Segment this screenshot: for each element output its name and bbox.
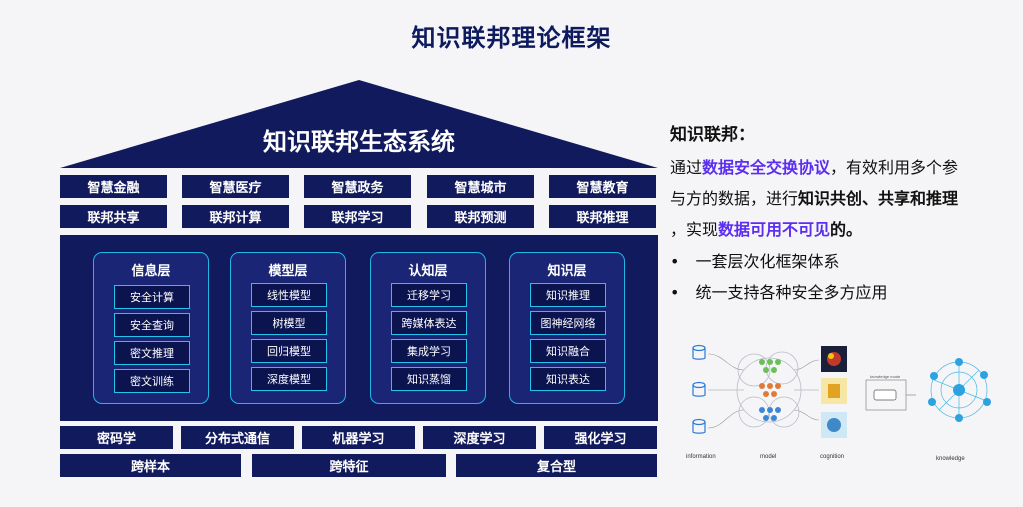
description-line: 通过数据安全交换协议，有效利用多个参 (670, 158, 959, 177)
app-education: 智慧教育 (549, 175, 656, 198)
layer-model: 模型层 线性模型 树模型 回归模型 深度模型 (230, 252, 346, 404)
layer-item: 安全查询 (114, 313, 190, 337)
foundation-rl: 强化学习 (544, 426, 657, 449)
layer-item: 深度模型 (251, 367, 327, 391)
layer-item: 知识表达 (530, 367, 606, 391)
layer-item: 知识蒸馏 (391, 367, 467, 391)
app-finance: 智慧金融 (60, 175, 167, 198)
layer-title: 模型层 (268, 264, 308, 279)
ecosystem-title: 知识联邦生态系统 (263, 128, 455, 156)
foundation-cryptography: 密码学 (60, 426, 173, 449)
layer-item: 跨媒体表达 (391, 311, 467, 335)
description-text: 知识联邦： 通过数据安全交换协议，有效利用多个参 与方的数据，进行知识共创、共享… (670, 120, 1010, 245)
layer-item: 密文训练 (114, 369, 190, 393)
foundation-distributed: 分布式通信 (181, 426, 294, 449)
layer-item: 安全计算 (114, 285, 190, 309)
layer-title: 认知层 (408, 264, 448, 279)
layer-item: 知识融合 (530, 339, 606, 363)
layers-panel: 信息层 安全计算 安全查询 密文推理 密文训练 模型层 线性模型 树模型 回归模… (60, 235, 658, 421)
foundation-dl: 深度学习 (423, 426, 536, 449)
caption-model: model (760, 454, 776, 460)
layer-item: 迁移学习 (391, 283, 467, 307)
fed-computing: 联邦计算 (182, 205, 289, 228)
knowledge-federation-illustration: information model cognition knowledge mo… (686, 344, 991, 462)
layer-knowledge: 知识层 知识推理 图神经网络 知识融合 知识表达 (509, 252, 625, 404)
layer-item: 集成学习 (391, 339, 467, 363)
layer-item: 密文推理 (114, 341, 190, 365)
layer-item: 图神经网络 (530, 311, 606, 335)
layer-item: 线性模型 (251, 283, 327, 307)
bullet-item: •一套层次化框架体系 (670, 252, 840, 271)
layer-cognition: 认知层 迁移学习 跨媒体表达 集成学习 知识蒸馏 (370, 252, 486, 404)
layer-item: 树模型 (251, 311, 327, 335)
description-heading: 知识联邦： (670, 125, 755, 145)
layer-title: 信息层 (131, 264, 171, 279)
fed-learning: 联邦学习 (304, 205, 411, 228)
description-line: ，实现数据可用不可见的。 (670, 220, 863, 239)
caption-information: information (686, 454, 716, 460)
caption-knowledge-mode: knowledge mode (870, 374, 901, 379)
layer-item: 知识推理 (530, 283, 606, 307)
app-medical: 智慧医疗 (182, 175, 289, 198)
caption-knowledge: knowledge (936, 456, 965, 462)
roof-shape (60, 80, 658, 168)
fed-sharing: 联邦共享 (60, 205, 167, 228)
fed-inference: 联邦推理 (549, 205, 656, 228)
layer-title: 知识层 (547, 264, 587, 279)
bullet-item: •统一支持各种安全多方应用 (670, 283, 888, 302)
app-city: 智慧城市 (427, 175, 534, 198)
layer-information: 信息层 安全计算 安全查询 密文推理 密文训练 (93, 252, 209, 404)
base-composite: 复合型 (456, 454, 657, 477)
fed-prediction: 联邦预测 (427, 205, 534, 228)
description-line: 与方的数据，进行知识共创、共享和推理 (670, 189, 959, 208)
caption-cognition: cognition (820, 454, 844, 460)
app-government: 智慧政务 (304, 175, 411, 198)
base-cross-feature: 跨特征 (252, 454, 446, 477)
foundation-ml: 机器学习 (302, 426, 415, 449)
base-cross-sample: 跨样本 (60, 454, 241, 477)
page-title: 知识联邦理论框架 (411, 24, 612, 52)
layer-item: 回归模型 (251, 339, 327, 363)
